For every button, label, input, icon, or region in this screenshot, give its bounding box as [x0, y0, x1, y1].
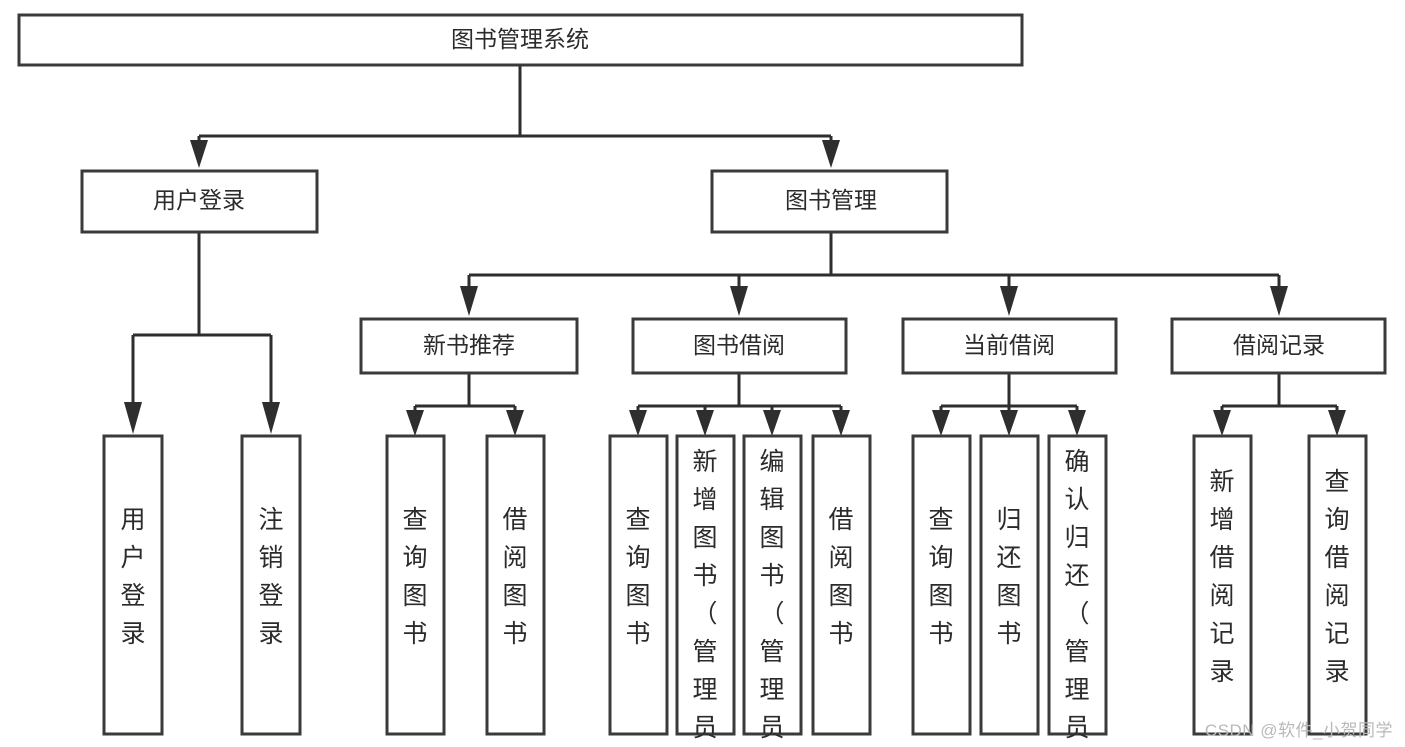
node-book-management-box[interactable]	[710, 169, 949, 234]
arrowhead-user-login	[190, 140, 208, 168]
leaf-recommend-2[interactable]: 借阅图书	[485, 434, 546, 736]
node-current-borrow-label: 当前借阅	[963, 332, 1055, 358]
leaf-recommend-1-box[interactable]	[385, 434, 446, 736]
connector-layer	[124, 66, 1346, 436]
leaf-borrow-1-box[interactable]	[608, 434, 669, 736]
leaf-current-3[interactable]: 确认归还（管理员）	[1047, 434, 1108, 747]
node-borrow-record-box[interactable]	[1170, 317, 1387, 375]
node-new-book-recommend-label: 新书推荐	[423, 332, 515, 358]
leaf-borrow-4[interactable]: 借阅图书	[811, 434, 872, 736]
node-root[interactable]: 图书管理系统	[17, 13, 1024, 67]
leaf-current-3-box[interactable]	[1047, 434, 1108, 736]
leaf-user-login-1[interactable]: 用户登录	[102, 434, 164, 736]
leaf-record-1-label: 新增借阅记录	[1209, 468, 1234, 686]
leaf-record-2-box[interactable]	[1307, 434, 1368, 736]
leaf-borrow-2-box[interactable]	[675, 434, 736, 736]
arrowhead-book-mgmt	[822, 140, 840, 168]
arrowhead-borrow-leaf-2	[696, 410, 714, 436]
arrowhead-borrow-leaf-3	[763, 410, 781, 436]
leaf-current-1-label: 查询图书	[928, 506, 953, 648]
leaf-recommend-2-box[interactable]	[485, 434, 546, 736]
node-book-management-label: 图书管理	[785, 187, 877, 213]
arrowhead-current-borrow	[1000, 286, 1018, 316]
arrowhead-borrow-record	[1270, 286, 1288, 316]
arrowhead-borrow-leaf-4	[832, 410, 850, 436]
arrowhead-recommend-leaf-2	[506, 410, 524, 436]
arrowhead-recommend-leaf-1	[406, 410, 424, 436]
arrowhead-book-borrow	[730, 286, 748, 316]
leaf-borrow-3-label: 编辑图书（管理员）	[759, 448, 784, 747]
node-user-login-box[interactable]	[80, 169, 319, 234]
arrowhead-current-leaf-3	[1068, 410, 1086, 436]
leaf-user-login-1-box[interactable]	[102, 434, 164, 736]
node-book-management[interactable]: 图书管理	[710, 169, 949, 234]
node-new-book-recommend-box[interactable]	[359, 317, 579, 375]
leaf-borrow-2-label: 新增图书（管理员）	[692, 448, 717, 747]
leaf-recommend-1[interactable]: 查询图书	[385, 434, 446, 736]
leaf-record-2-label: 查询借阅记录	[1324, 468, 1349, 686]
leaf-borrow-1-label: 查询图书	[625, 506, 650, 648]
leaf-borrow-3-box[interactable]	[742, 434, 803, 736]
leaf-current-3-label: 确认归还（管理员）	[1064, 448, 1089, 747]
leaf-current-2-label: 归还图书	[996, 506, 1021, 648]
arrowhead-record-leaf-2	[1328, 410, 1346, 436]
node-user-login[interactable]: 用户登录	[80, 169, 319, 234]
leaf-record-1-box[interactable]	[1192, 434, 1253, 736]
leaf-user-login-1-label: 用户登录	[120, 506, 145, 648]
node-current-borrow-box[interactable]	[901, 317, 1118, 375]
leaf-recommend-2-label: 借阅图书	[502, 506, 527, 648]
leaf-current-2-box[interactable]	[979, 434, 1040, 736]
arrowhead-borrow-leaf-1	[629, 410, 647, 436]
arrowhead-new-book-recommend	[460, 286, 478, 316]
node-new-book-recommend[interactable]: 新书推荐	[359, 317, 579, 375]
leaf-borrow-4-box[interactable]	[811, 434, 872, 736]
node-book-borrow-box[interactable]	[631, 317, 848, 375]
node-root-box[interactable]	[17, 13, 1024, 67]
arrowhead-record-leaf-1	[1213, 410, 1231, 436]
node-borrow-record-label: 借阅记录	[1233, 332, 1325, 358]
node-borrow-record[interactable]: 借阅记录	[1170, 317, 1387, 375]
leaf-borrow-2[interactable]: 新增图书（管理员）	[675, 434, 736, 747]
leaf-user-login-2-box[interactable]	[240, 434, 302, 736]
leaf-borrow-4-label: 借阅图书	[828, 506, 853, 648]
node-root-label: 图书管理系统	[451, 26, 589, 52]
leaf-user-login-2-label: 注销登录	[258, 506, 283, 648]
arrowhead-leaf-user-login	[124, 402, 142, 434]
node-book-borrow-label: 图书借阅	[693, 332, 785, 358]
leaf-current-1[interactable]: 查询图书	[911, 434, 972, 736]
leaf-user-login-2[interactable]: 注销登录	[240, 434, 302, 736]
leaf-recommend-1-label: 查询图书	[402, 506, 427, 648]
leaf-borrow-3[interactable]: 编辑图书（管理员）	[742, 434, 803, 747]
leaf-record-1[interactable]: 新增借阅记录	[1192, 434, 1253, 736]
arrowhead-current-leaf-1	[932, 410, 950, 436]
leaf-current-2[interactable]: 归还图书	[979, 434, 1040, 736]
leaf-borrow-1[interactable]: 查询图书	[608, 434, 669, 736]
node-user-login-label: 用户登录	[153, 187, 245, 213]
leaf-record-2[interactable]: 查询借阅记录	[1307, 434, 1368, 736]
leaf-current-1-box[interactable]	[911, 434, 972, 736]
arrowhead-leaf-logout	[262, 402, 280, 434]
arrowhead-current-leaf-2	[1000, 410, 1018, 436]
node-book-borrow[interactable]: 图书借阅	[631, 317, 848, 375]
node-current-borrow[interactable]: 当前借阅	[901, 317, 1118, 375]
